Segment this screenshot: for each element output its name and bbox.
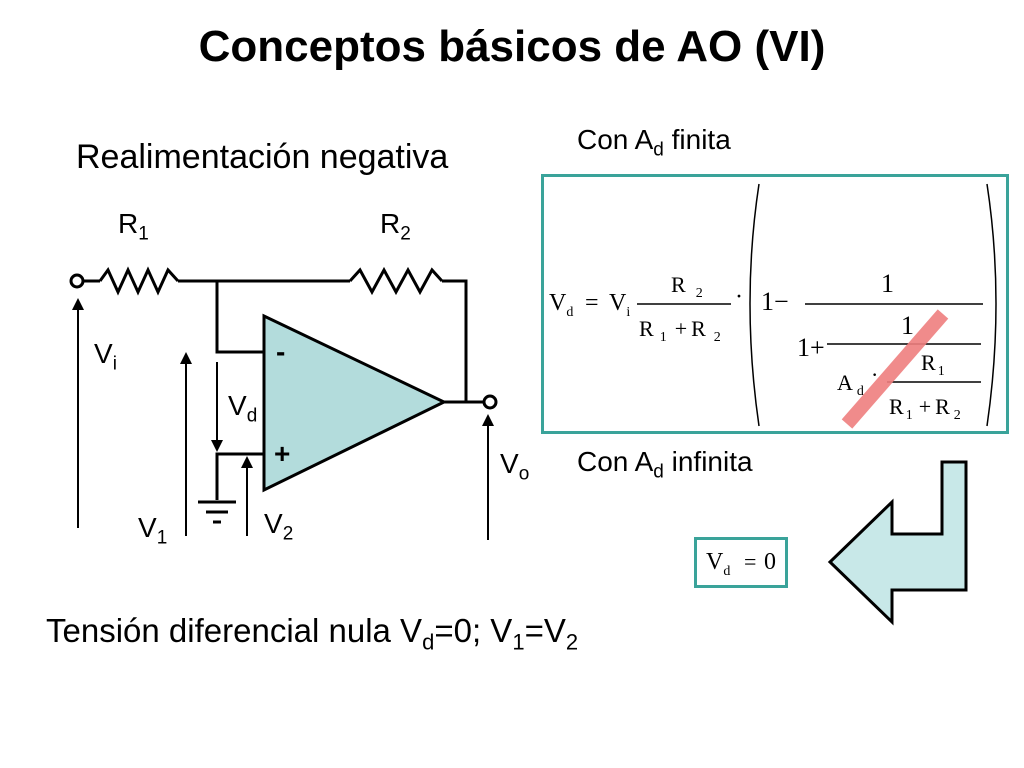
label-vd: Vd	[228, 390, 258, 427]
conclusion-text: Tensión diferencial nula Vd=0; V1=V2	[46, 612, 579, 655]
inverting-input-wire	[215, 281, 264, 354]
feedback-wire	[442, 279, 468, 402]
section-subtitle: Realimentación negativa	[76, 138, 449, 176]
non-inverting-input-sign: +	[274, 438, 291, 469]
strike-through	[841, 309, 949, 429]
bracket-right	[986, 183, 997, 427]
result-value: 0	[764, 549, 776, 575]
label-v2: V2	[264, 508, 294, 545]
result-arrow	[827, 460, 968, 626]
formula-one-minus: 1−	[761, 287, 789, 316]
result-box	[694, 537, 788, 588]
label-r1: R1	[118, 208, 149, 245]
label-v1: V1	[138, 512, 168, 549]
resistor-r1	[98, 266, 180, 296]
formula-dot: ·	[735, 284, 743, 310]
formula-vd: Vd	[549, 290, 573, 320]
slide-title: Conceptos básicos de AO (VI)	[198, 22, 826, 71]
inverting-input-sign: -	[276, 336, 286, 367]
resistor-r2	[348, 266, 444, 296]
formula-vi: Vi	[609, 290, 630, 320]
caption-finite-gain: Con Ad finita	[577, 124, 731, 161]
result-equals: =	[744, 549, 756, 574]
caption-infinite-gain: Con Ad infinita	[577, 446, 753, 483]
formula-big-num: 1	[881, 269, 894, 298]
formula-ad-dot: ·	[871, 362, 878, 387]
label-vi: Vi	[94, 338, 117, 375]
opamp-triangle	[262, 313, 448, 493]
formula-inner-num: 1	[901, 311, 914, 340]
output-terminal	[482, 394, 498, 410]
result-vd: Vd	[706, 549, 730, 579]
input-terminal	[69, 273, 85, 289]
formula-equals: =	[585, 290, 599, 316]
non-inverting-input-wire	[215, 452, 264, 500]
label-r2: R2	[380, 208, 411, 245]
label-vo: Vo	[500, 448, 530, 485]
result-formula: Vd = 0	[706, 549, 776, 579]
formula-one-plus: 1+	[797, 333, 825, 362]
bracket-left	[749, 183, 760, 427]
